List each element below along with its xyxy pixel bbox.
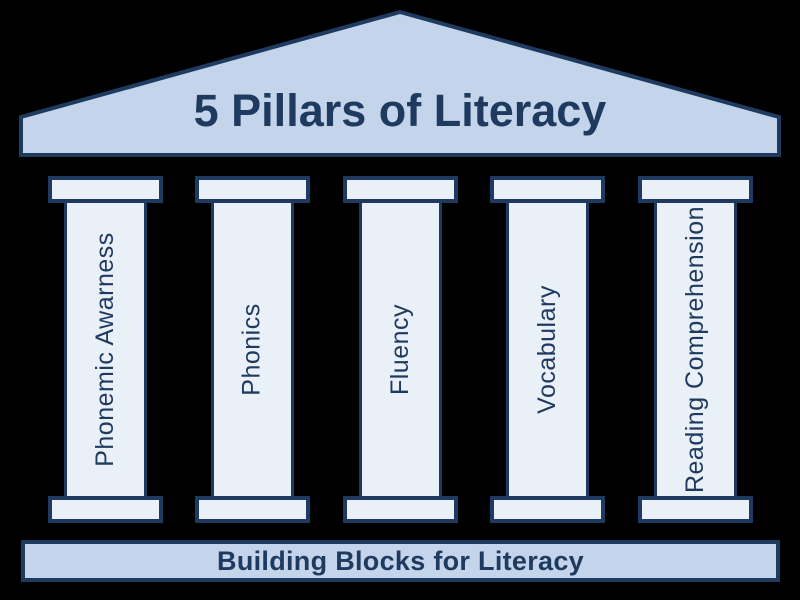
pillar-label: Phonics: [238, 303, 267, 396]
pillar-shaft: Phonics: [211, 203, 294, 496]
pillar-shaft: Fluency: [359, 203, 442, 496]
pediment-roof: [19, 9, 781, 157]
pillar-label: Reading Comprehension: [681, 205, 709, 494]
foundation-bar: Building Blocks for Literacy: [21, 540, 780, 582]
pillar-shaft: Reading Comprehension: [654, 203, 737, 496]
pillar-capital: [490, 176, 605, 203]
pillar-shaft: Vocabulary: [506, 203, 589, 496]
pillar-capital: [343, 176, 458, 203]
pillar-capital: [195, 176, 310, 203]
pillar-label: Vocabulary: [533, 285, 562, 414]
diagram-title: 5 Pillars of Literacy: [193, 85, 607, 136]
pillar-vocabulary: Vocabulary: [490, 176, 605, 523]
pillar-base: [48, 496, 163, 523]
pillar-label: Phonemic Awarness: [91, 232, 119, 467]
pillar-phonics: Phonics: [195, 176, 310, 523]
pillar-capital: [638, 176, 753, 203]
pillar-reading-comprehension: Reading Comprehension: [638, 176, 753, 523]
pillar-base: [343, 496, 458, 523]
pillar-base: [195, 496, 310, 523]
pillar-shaft: Phonemic Awarness: [64, 203, 147, 496]
pillar-label: Fluency: [386, 303, 415, 396]
pillar-capital: [48, 176, 163, 203]
pediment-shape: [19, 9, 781, 157]
foundation-label: Building Blocks for Literacy: [217, 545, 584, 576]
pillar-phonemic-awarness: Phonemic Awarness: [48, 176, 163, 523]
pillar-fluency: Fluency: [343, 176, 458, 523]
pillar-base: [490, 496, 605, 523]
pillar-base: [638, 496, 753, 523]
